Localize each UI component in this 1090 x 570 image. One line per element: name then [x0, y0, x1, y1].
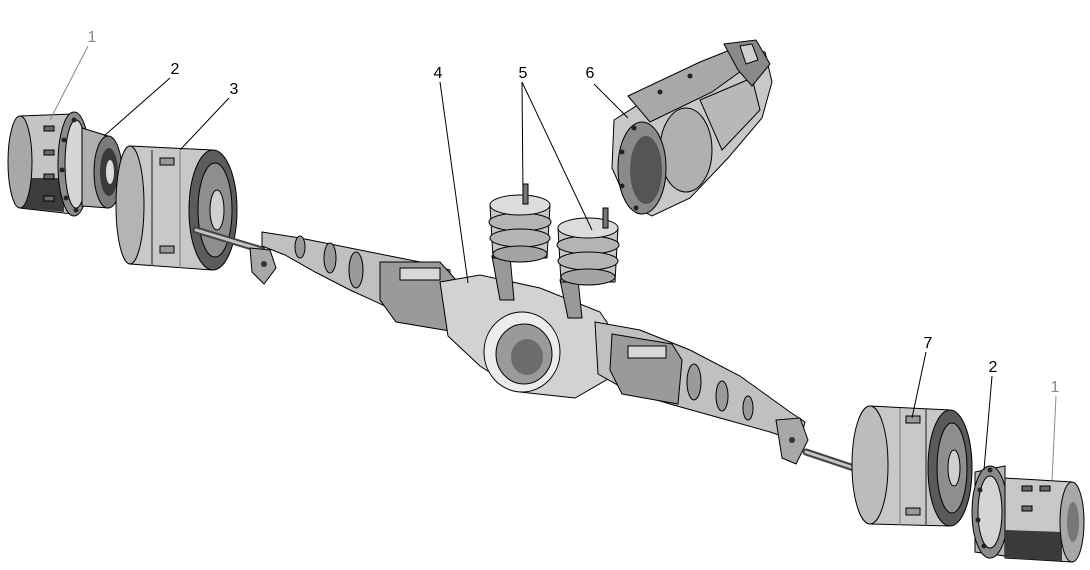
flange-bolt [71, 117, 77, 123]
hub-stud [1021, 505, 1033, 512]
bracket-bolt [789, 437, 795, 443]
chamber-fitting-right [602, 207, 609, 229]
shaft-highlight-right [804, 450, 862, 472]
housing-ring [348, 251, 364, 289]
flange-bolt [73, 207, 79, 213]
leader-1-left [49, 45, 89, 121]
callout-6: 6 [586, 65, 595, 82]
callout-2-right: 2 [989, 359, 998, 376]
chamber-bellow [489, 228, 551, 248]
drum-lug [905, 507, 921, 516]
differential-assembly [611, 39, 773, 217]
housing-ring [686, 363, 702, 401]
hub-shadow-right [1005, 530, 1062, 561]
chamber-bellow [560, 268, 616, 286]
hub-stud [43, 173, 55, 180]
callout-3: 3 [230, 81, 239, 98]
air-chamber-right [556, 207, 620, 319]
flange-bolt [977, 487, 983, 493]
drum-lug [159, 157, 175, 166]
housing-ring [294, 235, 306, 259]
callout-1-right: 1 [1051, 379, 1060, 396]
drum-lug [159, 245, 175, 254]
chamber-bellow [557, 251, 619, 271]
hub-end-face-left [7, 115, 33, 209]
brake-drum-left [115, 145, 238, 271]
leader-2-right [983, 375, 993, 471]
chamber-cap-left [489, 194, 551, 216]
drum-hub-ring-right [947, 449, 961, 487]
hub-stud [43, 125, 55, 132]
hub-stud [1021, 485, 1033, 492]
callout-7: 7 [924, 335, 933, 352]
flange-bolt [59, 167, 65, 173]
shaft-highlight-left [194, 228, 264, 252]
leader-7 [911, 351, 927, 419]
diff-bolt [687, 73, 693, 79]
housing-ring [742, 395, 754, 421]
flange-bolt [63, 195, 69, 201]
flange-bolt [981, 543, 987, 549]
callout-labels: 1 2 3 4 5 6 7 2 1 [88, 29, 1060, 396]
half-shaft-left [192, 226, 277, 285]
diff-bolt [633, 205, 639, 211]
brake-drum-right [851, 405, 973, 527]
axle-housing [261, 231, 809, 465]
leader-5b [521, 81, 593, 231]
bracket-bolt [261, 261, 267, 267]
leader-6 [593, 83, 629, 119]
leader-lines [49, 45, 1057, 481]
callout-4: 4 [434, 65, 443, 82]
drum-back-face-right [851, 405, 889, 525]
chamber-bellow [492, 245, 548, 263]
leader-2-left [103, 77, 171, 137]
callout-2-left: 2 [171, 61, 180, 78]
air-chamber-left [488, 183, 552, 301]
leader-4 [439, 81, 469, 284]
diff-flange-bore [630, 136, 662, 204]
diff-carrier [659, 107, 713, 193]
flange-bolt [61, 137, 67, 143]
diff-bolt [619, 149, 625, 155]
hub-stud [43, 149, 55, 156]
bearing-race-left [106, 160, 114, 184]
hub-end-cap-right [1067, 502, 1079, 542]
hub-stud [1039, 485, 1051, 492]
diff-side-cover [699, 77, 761, 151]
hub-stud [43, 195, 55, 202]
hub-bearing-left [81, 127, 123, 209]
callout-5: 5 [519, 65, 528, 82]
banjo-bore [511, 339, 543, 375]
chamber-bellow [488, 212, 552, 232]
chamber-fitting-left [522, 183, 529, 205]
diff-bolt [631, 125, 637, 131]
diff-yoke-fork [739, 43, 759, 65]
spring-seat-pad [399, 267, 441, 281]
flange-bolt [987, 467, 993, 473]
drum-back-face-left [115, 145, 145, 265]
housing-ring [715, 380, 729, 412]
wheel-hub-left [7, 111, 91, 217]
spring-seat-pad [627, 345, 667, 359]
drum-hub-ring-left [209, 189, 225, 231]
hub-bearing-right [971, 465, 1009, 559]
callout-1-left: 1 [88, 29, 97, 46]
leader-3 [179, 97, 230, 151]
bearing-face-right [977, 475, 1003, 549]
housing-ring [323, 242, 337, 274]
diff-bolt [657, 89, 663, 95]
chamber-bellow [556, 235, 620, 255]
spring-seat-right [609, 333, 683, 405]
flange-bolt [975, 517, 981, 523]
wheel-hub-right [1004, 477, 1085, 563]
diff-bolt [619, 183, 625, 189]
half-shaft-right [802, 448, 864, 474]
leader-5a [521, 81, 524, 196]
drum-lug [905, 415, 921, 424]
leader-1-right [1051, 395, 1057, 481]
